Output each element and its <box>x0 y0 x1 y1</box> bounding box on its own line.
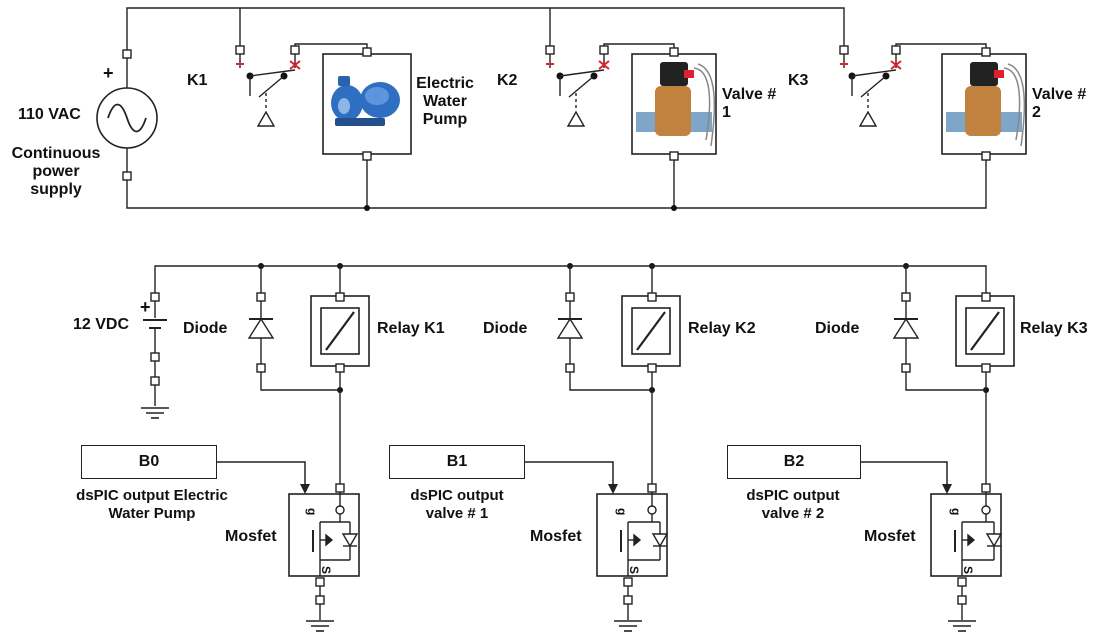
gate-pin-label: g <box>615 508 629 515</box>
source-pin-label: S <box>627 566 641 574</box>
relay-k3 <box>955 292 1015 373</box>
gate-pin-label: g <box>949 508 963 515</box>
valve-2-load <box>941 47 1027 161</box>
pump-load <box>322 47 412 161</box>
switch-k1 <box>235 45 301 127</box>
solenoid-valve-icon <box>636 62 716 147</box>
dc-voltage-label: 12 VDC <box>73 316 130 333</box>
dc-wiring <box>154 265 987 484</box>
diode-2 <box>556 292 584 373</box>
mosfet-2 <box>596 483 669 620</box>
water-pump-icon <box>331 76 400 126</box>
input-block-b2: B2 <box>727 445 861 479</box>
source-pin-label: S <box>961 566 975 574</box>
switch-label-k3: K3 <box>788 72 809 89</box>
solenoid-valve-icon <box>946 62 1026 147</box>
valve-1-label: Valve # 1 <box>722 86 777 121</box>
gate-signals <box>217 461 952 494</box>
switch-label-k2: K2 <box>497 72 518 89</box>
relay-k2 <box>621 292 681 373</box>
switch-label-k1: K1 <box>187 72 208 89</box>
relay-label-k3: Relay K3 <box>1020 320 1088 337</box>
mosfet-3 <box>930 483 1003 620</box>
input-block-b0: B0 <box>81 445 217 479</box>
mosfet-label-3: Mosfet <box>864 528 916 545</box>
input-caption-b2: dsPIC output valve # 2 <box>746 487 840 522</box>
diode-label-3: Diode <box>815 320 860 337</box>
diode-1 <box>247 292 275 373</box>
ground-symbol <box>141 407 169 419</box>
valve-2-label: Valve # 2 <box>1032 86 1087 121</box>
switch-k2 <box>545 45 610 127</box>
diode-label-1: Diode <box>183 320 228 337</box>
input-block-b1: B1 <box>389 445 525 479</box>
ac-voltage-label: 110 VAC <box>18 106 81 123</box>
valve-1-load <box>631 47 717 161</box>
ac-caption: Continuous power supply <box>11 145 101 198</box>
mosfet-label-1: Mosfet <box>225 528 277 545</box>
mosfet-1 <box>288 483 360 620</box>
mosfet-label-2: Mosfet <box>530 528 582 545</box>
dc-plus-sign: + <box>140 297 151 317</box>
ac-plus-sign: + <box>103 63 114 83</box>
relay-k1 <box>310 292 370 373</box>
mosfet-pin-labels: g g g S S S <box>305 508 975 574</box>
gate-pin-label: g <box>305 508 319 515</box>
relay-label-k2: Relay K2 <box>688 320 756 337</box>
ac-source <box>96 49 158 181</box>
diode-3 <box>892 292 920 373</box>
pump-label: Electric Water Pump <box>416 75 474 128</box>
input-caption-b1: dsPIC output valve # 1 <box>410 487 504 522</box>
source-pin-label: S <box>319 566 333 574</box>
switch-k3 <box>839 45 902 127</box>
input-caption-b0: dsPIC output Electric Water Pump <box>76 487 228 522</box>
ac-wiring <box>126 7 987 209</box>
dc-battery <box>143 292 167 386</box>
diode-label-2: Diode <box>483 320 528 337</box>
relay-label-k1: Relay K1 <box>377 320 445 337</box>
mosfet-grounds <box>306 620 976 632</box>
